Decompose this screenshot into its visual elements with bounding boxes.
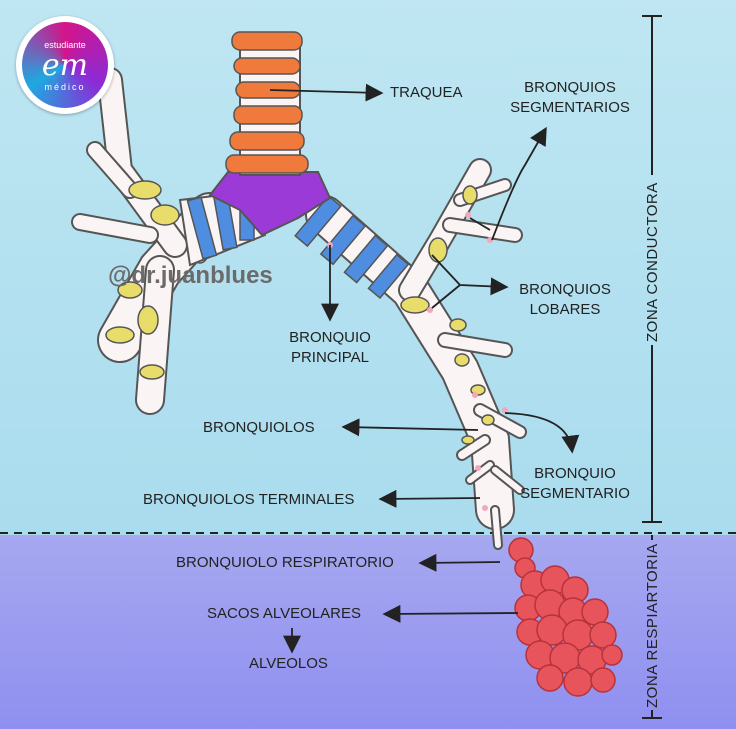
label-bronquio-segmentario: BRONQUIO SEGMENTARIO xyxy=(515,464,635,504)
label-bronquiolos-terminales: BRONQUIOLOS TERMINALES xyxy=(143,491,355,508)
carina xyxy=(208,171,332,237)
label-bronquios-segmentarios-line2: SEGMENTARIOS xyxy=(510,99,630,116)
logo-badge: estudiante em médico xyxy=(22,22,108,108)
label-bronquios-segmentarios-line1: BRONQUIOS xyxy=(524,79,616,96)
logo-text-top: estudiante xyxy=(44,40,86,50)
label-bronquios-lobares-line2: LOBARES xyxy=(529,301,601,318)
estudiante-medico-logo: estudiante em médico xyxy=(16,16,114,114)
label-bronquio-segmentario-line2: SEGMENTARIO xyxy=(520,485,630,502)
label-bronquiolo-respiratorio: BRONQUIOLO RESPIRATORIO xyxy=(176,554,394,571)
trachea xyxy=(225,31,309,176)
right-cartilage-rings xyxy=(400,185,495,445)
arrow-sacos-alveolares xyxy=(382,604,519,623)
zona-conductora-label: ZONA CONDUCTORA xyxy=(644,182,661,342)
arrow-bronquiolos-terminales xyxy=(378,489,481,508)
logo-text-bottom: médico xyxy=(44,82,86,92)
alveolar-sacs xyxy=(508,537,623,697)
right-main-bronchus xyxy=(294,194,410,300)
conducting-zone-bracket xyxy=(642,15,662,523)
label-bronquio-principal: BRONQUIO PRINCIPAL xyxy=(275,328,385,368)
logo-mark: em xyxy=(41,48,89,83)
left-cartilage-rings xyxy=(105,180,211,380)
zona-respiratoria-label: ZONA RESPIARTORIA xyxy=(644,543,661,708)
arrow-traquea xyxy=(269,83,384,102)
label-bronquios-lobares-line1: BRONQUIOS xyxy=(519,281,611,298)
label-bronquios-segmentarios: BRONQUIOS SEGMENTARIOS xyxy=(500,78,640,118)
arrow-bronquio-segmentario xyxy=(504,412,580,454)
label-bronquios-lobares: BRONQUIOS LOBARES xyxy=(510,280,620,320)
label-bronquio-segmentario-line1: BRONQUIO xyxy=(534,465,616,482)
label-arrows xyxy=(269,83,580,654)
label-traquea: TRAQUEA xyxy=(390,84,463,101)
respiratory-zone-bracket xyxy=(642,535,662,719)
arrow-lobares-branch xyxy=(431,284,461,309)
label-alveolos: ALVEOLOS xyxy=(249,655,328,672)
label-bronquio-principal-line2: PRINCIPAL xyxy=(290,349,370,366)
label-bronquiolos: BRONQUIOLOS xyxy=(203,419,315,436)
arrow-segmentarios-branch xyxy=(469,217,491,231)
label-sacos-alveolares: SACOS ALVEOLARES xyxy=(207,605,361,622)
arrow-bronquiolos xyxy=(341,418,479,437)
watermark: @dr.juanblues xyxy=(108,262,273,289)
arrow-bronquiolo-respiratorio xyxy=(418,553,501,572)
label-bronquio-principal-line1: BRONQUIO xyxy=(289,329,371,346)
arrow-bronquios-segmentarios xyxy=(491,126,547,241)
